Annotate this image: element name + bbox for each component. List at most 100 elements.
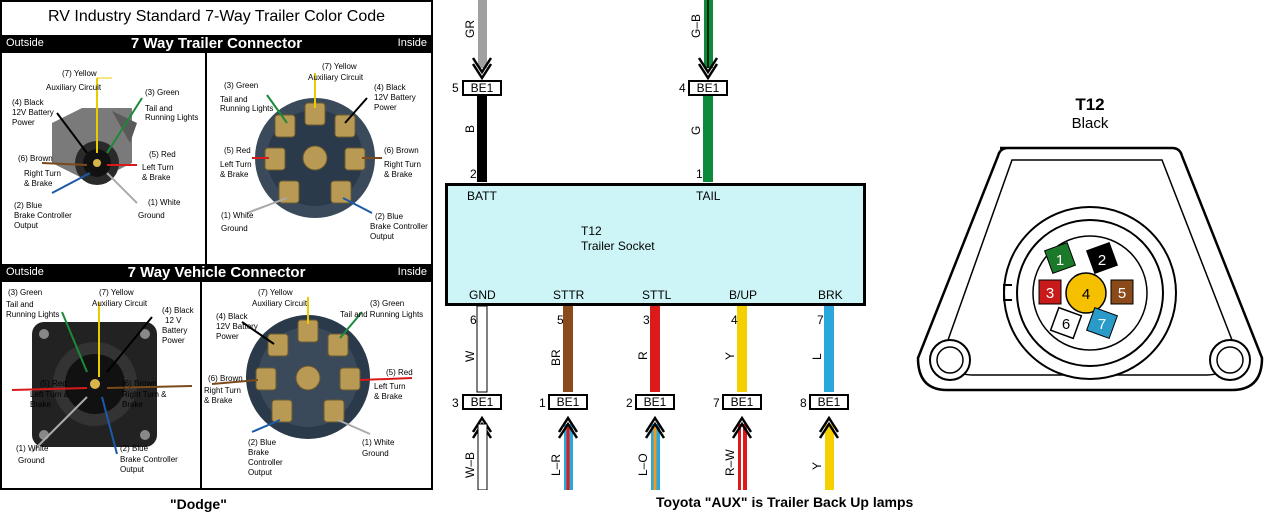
- pin-5-label: 5: [1118, 285, 1126, 302]
- label-ground-v: Ground: [18, 456, 45, 465]
- label-lturn-v: Left Turn &: [30, 390, 70, 399]
- trailer-socket-box: BATT TAIL T12 Trailer Socket GND STTR ST…: [445, 183, 866, 306]
- term-num-4: 4: [731, 313, 738, 327]
- inside-label-v: Inside: [397, 266, 427, 278]
- label-red-vi: (5) Red: [386, 368, 413, 377]
- label-aux-v: Auxiliary Circuit: [92, 299, 148, 308]
- label-running-v: Running Lights: [6, 310, 60, 319]
- wire-code-rw: R–W: [723, 449, 737, 476]
- connector-be1-top-1: BE1: [462, 80, 502, 96]
- pin-num-4: 4: [679, 81, 686, 95]
- pin-4: [1065, 272, 1107, 314]
- connector-be1-bottom-3: BE1: [635, 394, 675, 410]
- label-aux-in: Auxiliary Circuit: [308, 73, 364, 82]
- label-white-in: (1) White: [221, 211, 254, 220]
- label-brown: (6) Brown: [18, 154, 53, 163]
- pin-6-label: 6: [1062, 316, 1070, 333]
- label-yellow-v: (7) Yellow: [99, 288, 134, 297]
- label-lturn: Left Turn: [142, 163, 174, 172]
- pin-label-gnd: GND: [469, 288, 496, 302]
- pin-7: [1085, 306, 1119, 340]
- label-white: (1) White: [148, 198, 181, 207]
- label-rturn-vi: Right Turn: [204, 386, 241, 395]
- label-running-in: Running Lights: [220, 104, 274, 113]
- connector-face: 1 2 3 4 5 6 7: [916, 146, 1264, 392]
- pin-num-1: 1: [539, 396, 546, 410]
- label-aux-vi: Auxiliary Circuit: [252, 299, 308, 308]
- label-lturn-vi: Left Turn: [374, 382, 406, 391]
- pin-6: [1049, 306, 1083, 340]
- pin-2: [1085, 241, 1119, 275]
- term-num-2: 2: [470, 167, 477, 181]
- wire-code-y2: Y: [810, 461, 824, 470]
- divider: [205, 53, 207, 264]
- label-black: (4) Black: [12, 98, 44, 107]
- label-12v-in: 12V Battery: [374, 93, 416, 102]
- term-num-5: 5: [557, 313, 564, 327]
- connector-pins: 1 2 3 4 5 6 7: [1038, 241, 1134, 340]
- wire-code-gr: GR: [463, 20, 477, 38]
- label-ground-in: Ground: [221, 224, 248, 233]
- label-bcontrol: Brake Controller: [14, 211, 72, 220]
- label-brake-v: Brake: [30, 400, 51, 409]
- term-num-6: 6: [470, 313, 477, 327]
- label-ground-vi: Ground: [362, 449, 389, 458]
- label-tail: Tail and: [145, 104, 173, 113]
- vehicle-connector-title: 7 Way Vehicle Connector: [127, 264, 306, 281]
- pin-1-label: 1: [1056, 252, 1064, 269]
- label-black-v: (4) Black: [162, 306, 194, 315]
- wire-code-lr: L–R: [549, 453, 563, 476]
- label-brake-v2: Brake: [122, 400, 143, 409]
- label-red: (5) Red: [149, 150, 176, 159]
- socket-id: T12: [581, 224, 602, 238]
- label-green-v: (3) Green: [8, 288, 43, 297]
- wire-b-lower: [477, 96, 487, 182]
- label-power-in: Power: [374, 103, 397, 112]
- label-12v: 12V Battery: [12, 108, 54, 117]
- pin-num-3: 3: [452, 396, 459, 410]
- wire-code-y: Y: [723, 351, 737, 360]
- wire-code-b: B: [463, 124, 477, 133]
- wire-g-lower: [703, 96, 713, 182]
- label-output-in: Output: [370, 232, 395, 241]
- label-tailrun-vi: Tail and Running Lights: [340, 310, 424, 319]
- term-num-1: 1: [696, 167, 703, 181]
- label-rturn-v: Right Turn &: [122, 390, 167, 399]
- connector-be1-bottom-2: BE1: [548, 394, 588, 410]
- label-brake-word-vi: Brake: [248, 448, 269, 457]
- label-red-v: (5) Red: [40, 379, 67, 388]
- label-black-in: (4) Black: [374, 83, 406, 92]
- label-yellow: (7) Yellow: [62, 69, 97, 78]
- label-yellow-in: (7) Yellow: [322, 62, 357, 71]
- pin-3-label: 3: [1046, 285, 1054, 302]
- pin-num-2: 2: [626, 396, 633, 410]
- wire-code-w: W: [463, 350, 477, 362]
- label-tail-v: Tail and: [6, 300, 34, 309]
- pin-label-sttl: STTL: [642, 288, 672, 302]
- label-blue-v: (2) Blue: [120, 444, 149, 453]
- label-brown-in: (6) Brown: [384, 146, 419, 155]
- connector-be1-bottom-5: BE1: [809, 394, 849, 410]
- term-num-7: 7: [817, 313, 824, 327]
- wire-code-lo: L–O: [636, 453, 650, 476]
- pin-1: [1043, 241, 1077, 275]
- connector-color: Black: [1071, 115, 1109, 132]
- label-power-v: Power: [162, 336, 185, 345]
- label-lturn-in: Left Turn: [220, 160, 252, 169]
- wire-code-r: R: [636, 351, 650, 360]
- pin-4-label: 4: [1082, 286, 1090, 303]
- label-brown-vi: (6) Brown: [208, 374, 243, 383]
- label-12v-v: 12 V: [165, 316, 182, 325]
- dodge-caption: "Dodge": [170, 496, 227, 512]
- label-brake2: & Brake: [142, 173, 171, 182]
- vehicle-connector-band: Outside 7 Way Vehicle Connector Inside: [2, 264, 431, 282]
- pin-label-brk: BRK: [818, 288, 843, 302]
- label-blue-in: (2) Blue: [375, 212, 404, 221]
- pin-label-sttr: STTR: [553, 288, 585, 302]
- outside-label: Outside: [6, 37, 44, 49]
- divider-v: [200, 282, 202, 488]
- pin-num-7: 7: [713, 396, 720, 410]
- trailer-connector-band: Outside 7 Way Trailer Connector Inside: [2, 35, 431, 53]
- label-ground: Ground: [138, 211, 165, 220]
- inside-label: Inside: [397, 37, 427, 49]
